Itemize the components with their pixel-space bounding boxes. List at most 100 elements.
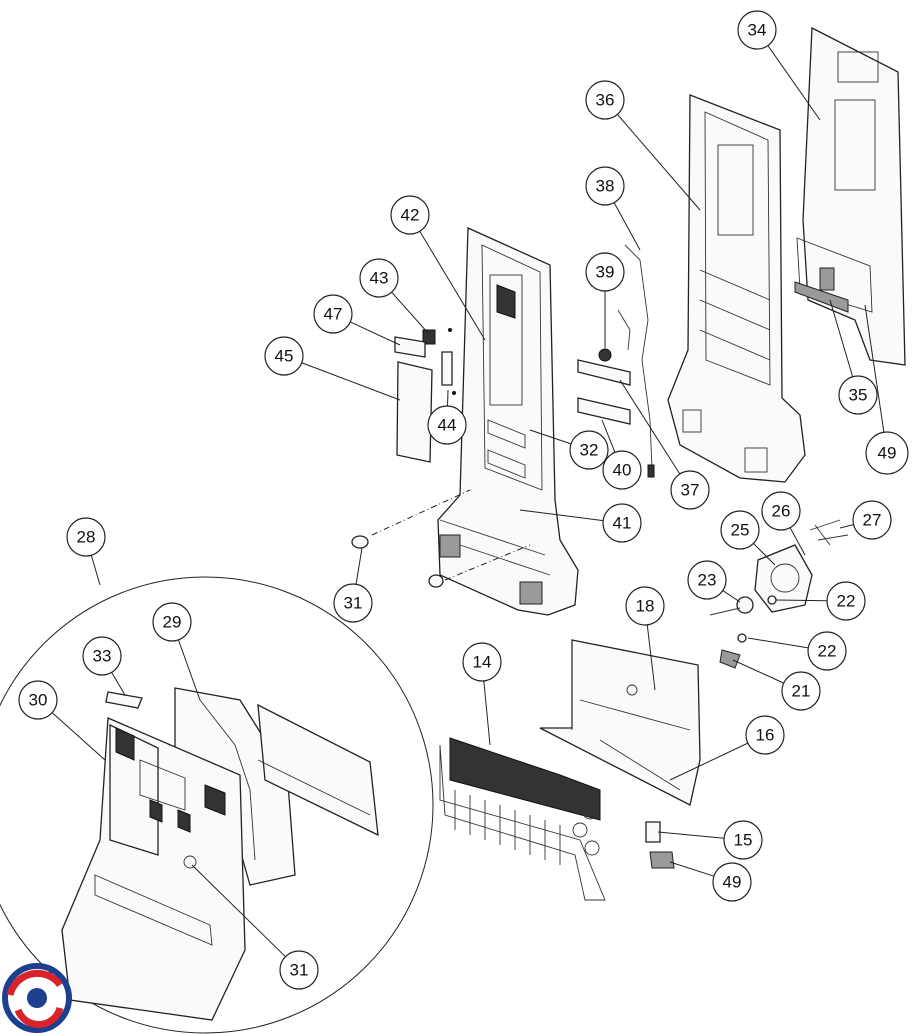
callout-number: 45 <box>275 347 294 366</box>
leader-line-49 <box>669 861 715 877</box>
callout-15: 15 <box>723 820 763 860</box>
callout-number: 15 <box>734 831 753 850</box>
clips-15-49 <box>645 821 675 869</box>
callout-number: 33 <box>93 647 112 666</box>
callout-35: 35 <box>838 375 878 415</box>
leader-line-26 <box>789 527 806 556</box>
callout-number: 18 <box>636 597 655 616</box>
part-35-bracket <box>794 267 849 313</box>
callout-42: 42 <box>390 195 430 235</box>
callout-circle <box>625 586 665 626</box>
callout-number: 21 <box>792 682 811 701</box>
buttons-and-spring <box>577 348 631 425</box>
callout-circle <box>712 862 752 902</box>
callout-circle <box>462 642 502 682</box>
leader-line-15 <box>657 831 725 839</box>
callout-23: 23 <box>687 560 727 600</box>
callout-circle <box>807 631 847 671</box>
leader-line-28 <box>90 555 101 586</box>
callout-circle <box>781 671 821 711</box>
leader-line-31 <box>355 547 363 585</box>
leader-line-27 <box>839 524 854 529</box>
leader-line-14 <box>483 680 491 746</box>
callout-circle <box>585 80 625 120</box>
callout-circle <box>264 336 304 376</box>
callout-circle <box>826 581 866 621</box>
callout-number: 31 <box>344 594 363 613</box>
callout-number: 27 <box>863 511 882 530</box>
callout-26: 26 <box>761 491 801 531</box>
callout-44: 44 <box>427 405 467 445</box>
callout-number: 26 <box>772 502 791 521</box>
callout-28: 28 <box>66 517 106 557</box>
leader-line-38 <box>613 202 641 251</box>
callout-circle <box>18 680 58 720</box>
callout-labels: 3436384243474539354944324037413128293330… <box>18 10 909 990</box>
part-34-back-plate <box>796 26 906 366</box>
callout-29: 29 <box>152 602 192 642</box>
callout-36: 36 <box>585 80 625 120</box>
callout-32: 32 <box>569 430 609 470</box>
callout-number: 49 <box>723 873 742 892</box>
callout-27: 27 <box>852 500 892 540</box>
callout-circle <box>279 950 319 990</box>
callout-37: 37 <box>670 470 710 510</box>
callout-number: 40 <box>613 461 632 480</box>
callout-45: 45 <box>264 336 304 376</box>
leader-line-23 <box>722 590 741 603</box>
callout-number: 37 <box>681 481 700 500</box>
callout-circle <box>745 715 785 755</box>
callout-number: 43 <box>370 269 389 288</box>
callout-33: 33 <box>82 636 122 676</box>
callout-circle <box>313 294 353 334</box>
detail-circle-28 <box>0 576 434 1034</box>
callout-39: 39 <box>585 252 625 292</box>
callout-circle <box>66 517 106 557</box>
fan-assembly <box>709 519 849 669</box>
callout-number: 44 <box>438 416 457 435</box>
leader-line-30 <box>51 712 106 761</box>
callout-circle <box>585 166 625 206</box>
callout-number: 42 <box>401 206 420 225</box>
leader-line-34 <box>767 45 821 121</box>
part-42-front-housing <box>437 227 579 616</box>
leader-line-49 <box>864 304 885 433</box>
callout-number: 23 <box>698 571 717 590</box>
callout-circle <box>838 375 878 415</box>
callout-number: 30 <box>29 691 48 710</box>
callout-circle <box>720 510 760 550</box>
callout-number: 28 <box>77 528 96 547</box>
callout-circle <box>602 450 642 490</box>
callout-43: 43 <box>359 258 399 298</box>
callout-30: 30 <box>18 680 58 720</box>
callout-number: 22 <box>818 642 837 661</box>
callout-circle <box>152 602 192 642</box>
callout-22: 22 <box>807 631 847 671</box>
leader-line-45 <box>301 362 401 401</box>
callout-circle <box>427 405 467 445</box>
callout-circle <box>333 583 373 623</box>
callout-circle <box>670 470 710 510</box>
small-trim-parts <box>394 328 456 463</box>
leader-line-25 <box>753 543 776 566</box>
callout-circle <box>852 500 892 540</box>
callout-number: 36 <box>596 91 615 110</box>
callout-number: 34 <box>748 21 767 40</box>
callout-number: 14 <box>473 653 492 672</box>
part-38-wire-harness <box>617 244 655 478</box>
brand-logo <box>2 963 72 1033</box>
callout-number: 41 <box>613 514 632 533</box>
leader-line-31 <box>191 864 286 958</box>
callout-circle <box>585 252 625 292</box>
callout-number: 49 <box>878 444 897 463</box>
callout-number: 25 <box>731 521 750 540</box>
callout-circle <box>569 430 609 470</box>
leader-line-22 <box>747 637 809 649</box>
callout-number: 29 <box>163 613 182 632</box>
callout-circle <box>687 560 727 600</box>
part-18-evaporator-cover <box>539 639 701 806</box>
leader-lines <box>51 45 885 958</box>
callout-47: 47 <box>313 294 353 334</box>
callout-circle <box>390 195 430 235</box>
part-14-evaporator-coil <box>439 737 606 901</box>
